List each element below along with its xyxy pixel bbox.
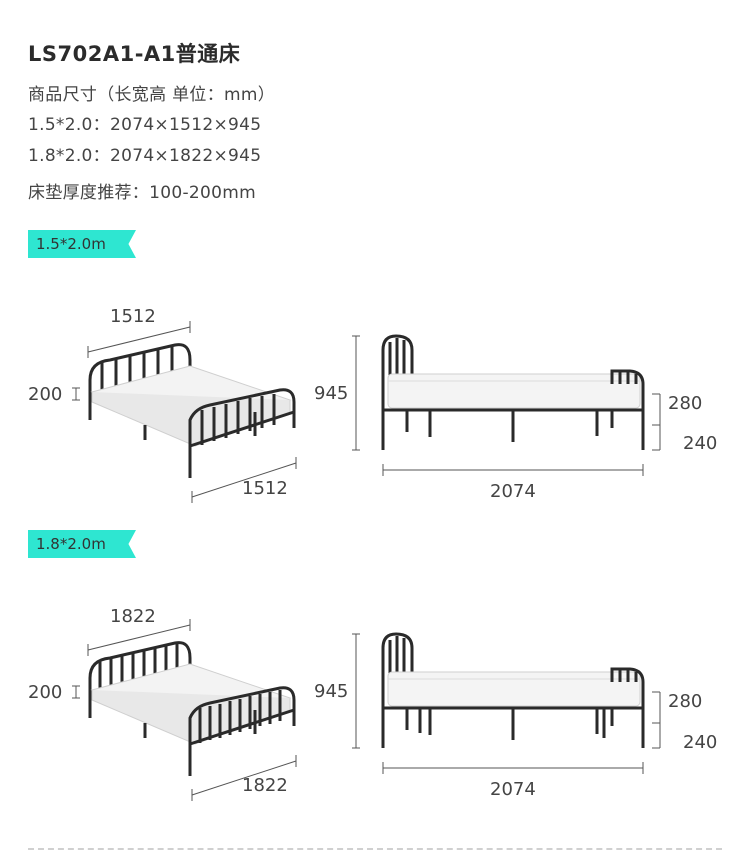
dim-clearance-18: 240 bbox=[683, 732, 718, 753]
spec-header: 商品尺寸（长宽高 单位：mm） bbox=[28, 85, 276, 105]
dim-side-height-18: 945 bbox=[314, 681, 349, 702]
dim-bottom-width-18: 1822 bbox=[242, 775, 288, 796]
dim-bottom-width-15: 1512 bbox=[242, 478, 288, 499]
dim-rail-height-18: 280 bbox=[668, 691, 703, 712]
dim-side-height-15: 945 bbox=[314, 383, 349, 404]
bed-side-view-18 bbox=[352, 632, 661, 774]
dim-rail-height-15: 280 bbox=[668, 393, 703, 414]
dim-left-height-18: 200 bbox=[28, 682, 63, 703]
size-tag-18: 1.8*2.0m bbox=[28, 530, 136, 558]
spec-size-18: 1.8*2.0：2074×1822×945 bbox=[28, 146, 262, 166]
bed-iso-view-15 bbox=[72, 321, 297, 503]
bed-side-view-15 bbox=[352, 334, 661, 476]
dim-length-18: 2074 bbox=[490, 779, 536, 800]
dim-left-height-15: 200 bbox=[28, 384, 63, 405]
dim-clearance-15: 240 bbox=[683, 433, 718, 454]
bed-iso-view-18 bbox=[72, 619, 297, 801]
dim-top-width-18: 1822 bbox=[110, 606, 156, 627]
dim-top-width-15: 1512 bbox=[110, 306, 156, 327]
dim-length-15: 2074 bbox=[490, 481, 536, 502]
footer-divider bbox=[28, 848, 722, 850]
mattress-recommendation: 床垫厚度推荐：100-200mm bbox=[28, 183, 256, 203]
product-title: LS702A1-A1普通床 bbox=[28, 42, 241, 66]
size-tag-15: 1.5*2.0m bbox=[28, 230, 136, 258]
spec-size-15: 1.5*2.0：2074×1512×945 bbox=[28, 115, 262, 135]
